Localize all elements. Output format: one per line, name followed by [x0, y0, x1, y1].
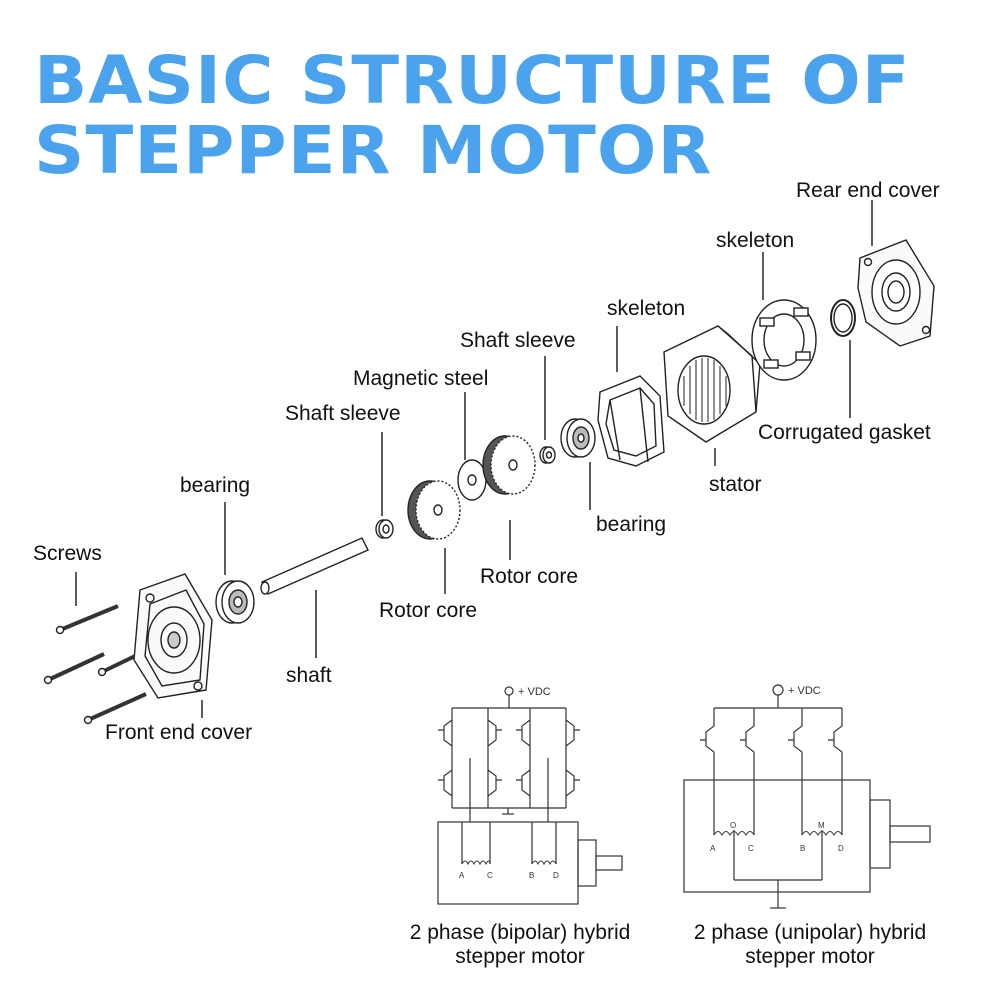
- shaft-sleeve-rear: [539, 446, 556, 464]
- label-bearing-rear: bearing: [596, 513, 667, 536]
- screws: [43, 604, 161, 725]
- unipolar-terminal-d: D: [838, 844, 844, 853]
- label-bearing-front: bearing: [180, 474, 251, 497]
- caption-unipolar-line-2: stepper motor: [745, 945, 875, 968]
- unipolar-circuit: + VDC: [683, 684, 931, 909]
- caption-bipolar-line-2: stepper motor: [455, 945, 585, 968]
- bipolar-terminals: A C B D: [459, 871, 559, 880]
- shaft: [260, 537, 369, 595]
- rear-bearing: [560, 418, 596, 458]
- title-line-1: BASIC STRUCTURE OF: [34, 42, 911, 119]
- unipolar-supply-label: + VDC: [788, 685, 821, 697]
- bipolar-switches: [438, 708, 580, 815]
- corrugated-gasket: [830, 299, 856, 337]
- front-end-cover: [133, 573, 213, 699]
- unipolar-terminal-a: A: [710, 844, 716, 853]
- stator: [663, 325, 761, 443]
- label-shaft-sleeve-rear: Shaft sleeve: [460, 329, 576, 352]
- label-rotor-core-front: Rotor core: [379, 599, 478, 622]
- label-stator: stator: [709, 473, 762, 496]
- bipolar-terminal-d: D: [553, 871, 559, 880]
- unipolar-terminal-c: C: [748, 844, 754, 853]
- label-screws: Screws: [33, 542, 102, 565]
- caption-bipolar-line-1: 2 phase (bipolar) hybrid: [409, 921, 631, 944]
- label-skeleton-rear: skeleton: [716, 229, 795, 252]
- bipolar-terminal-b: B: [529, 871, 534, 880]
- unipolar-terminal-b: B: [800, 844, 805, 853]
- caption-unipolar-line-1: 2 phase (unipolar) hybrid: [693, 921, 927, 944]
- page-title: BASIC STRUCTURE OF STEPPER MOTOR: [34, 46, 910, 186]
- bipolar-supply-label: + VDC: [518, 686, 551, 698]
- front-bearing: [215, 580, 255, 624]
- label-front-end-cover: Front end cover: [105, 721, 253, 744]
- rotor-core-front: [407, 480, 461, 540]
- title-line-2: STEPPER MOTOR: [34, 112, 713, 189]
- unipolar-tap-m: M: [818, 821, 825, 830]
- leader-lines: [75, 200, 873, 718]
- bipolar-terminal-a: A: [459, 871, 465, 880]
- label-rear-end-cover: Rear end cover: [796, 179, 940, 202]
- skeleton-rear: [751, 299, 817, 381]
- rear-end-cover: [857, 239, 935, 347]
- unipolar-switches: [700, 708, 843, 835]
- label-rotor-core-rear: Rotor core: [480, 565, 579, 588]
- bipolar-terminal-c: C: [487, 871, 493, 880]
- bipolar-circuit: + VDC: [437, 686, 623, 905]
- label-shaft: shaft: [286, 664, 332, 687]
- label-shaft-sleeve-front: Shaft sleeve: [285, 402, 401, 425]
- skeleton-front: [597, 375, 665, 467]
- label-corrugated-gasket: Corrugated gasket: [758, 421, 931, 444]
- rotor-core-rear: [482, 435, 536, 495]
- shaft-sleeve-front: [375, 519, 394, 539]
- label-skeleton-front: skeleton: [607, 297, 686, 320]
- label-magnetic-steel: Magnetic steel: [353, 367, 489, 390]
- unipolar-terminals: A C B D O M: [710, 821, 844, 853]
- caption-unipolar: 2 phase (unipolar) hybrid stepper motor: [672, 921, 948, 969]
- unipolar-tap-o: O: [730, 821, 736, 830]
- caption-bipolar: 2 phase (bipolar) hybrid stepper motor: [390, 921, 650, 969]
- magnetic-steel: [457, 459, 487, 501]
